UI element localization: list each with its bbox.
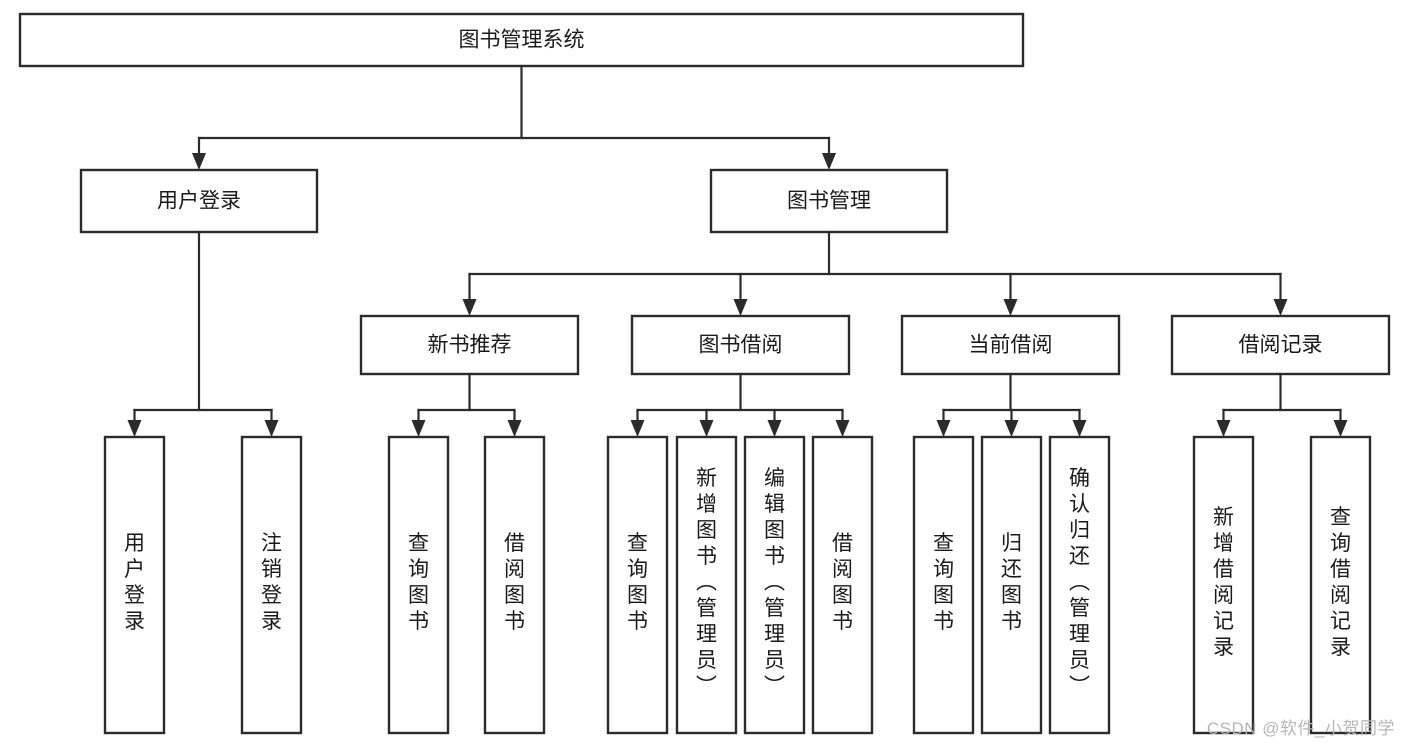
node-leaf-11-label: 新增借阅记录	[1213, 506, 1234, 659]
node-leaf-10-rect	[1048, 435, 1111, 735]
node-leaf-5[interactable]: 新增图书︵管理员︶	[675, 435, 738, 735]
node-leaf-1-label: 注销登录	[261, 532, 282, 633]
arrow-head-icon	[507, 420, 522, 437]
node-leaf-4[interactable]: 查询图书	[606, 435, 669, 735]
arrow-head-icon	[699, 420, 714, 437]
node-root-rect	[18, 12, 1025, 68]
node-leaf-12[interactable]: 查询借阅记录	[1309, 435, 1372, 735]
arrow-head-icon	[1004, 420, 1019, 437]
node-leaf-7[interactable]: 借阅图书	[811, 435, 874, 735]
node-leaf-7-rect	[811, 435, 874, 735]
node-level2-3[interactable]: 借阅记录	[1170, 314, 1391, 376]
node-level1-0[interactable]: 用户登录	[79, 168, 319, 234]
arrow-head-icon	[411, 420, 426, 437]
arrow-head-icon	[1072, 420, 1087, 437]
node-level1-1[interactable]: 图书管理	[709, 168, 949, 234]
arrow-head-icon	[767, 420, 782, 437]
watermark-label: CSDN @软件_小贺同学	[1206, 719, 1395, 738]
arrow-head-icon	[835, 420, 850, 437]
node-leaf-3-rect	[483, 435, 546, 735]
node-leaf-11-rect	[1192, 435, 1255, 735]
node-level2-0[interactable]: 新书推荐	[359, 314, 580, 376]
arrow-head-icon	[1333, 420, 1348, 437]
node-leaf-0[interactable]: 用户登录	[103, 435, 166, 735]
node-leaf-4-label: 查询图书	[627, 532, 648, 633]
node-level2-1-label: 图书借阅	[699, 334, 783, 357]
node-level1-0-label: 用户登录	[157, 190, 241, 213]
node-leaf-6[interactable]: 编辑图书︵管理员︶	[743, 435, 806, 735]
node-root-label: 图书管理系统	[459, 29, 585, 52]
node-level2-3-label: 借阅记录	[1239, 334, 1323, 357]
arrow-head-icon	[630, 420, 645, 437]
node-level2-2[interactable]: 当前借阅	[900, 314, 1121, 376]
node-level2-1[interactable]: 图书借阅	[630, 314, 851, 376]
node-leaf-2[interactable]: 查询图书	[387, 435, 450, 735]
node-leaf-2-label: 查询图书	[408, 532, 429, 633]
node-leaf-2-rect	[387, 435, 450, 735]
arrow-head-icon	[192, 153, 206, 170]
node-leaf-11[interactable]: 新增借阅记录	[1192, 435, 1255, 735]
node-leaf-5-label: 新增图书︵管理员︶	[696, 467, 717, 698]
node-level1-1-label: 图书管理	[787, 190, 871, 213]
node-leaf-10[interactable]: 确认归还︵管理员︶	[1048, 435, 1111, 735]
node-leaf-6-rect	[743, 435, 806, 735]
node-level2-3-rect	[1170, 314, 1391, 376]
arrow-head-icon	[822, 153, 836, 170]
node-leaf-1-rect	[240, 435, 303, 735]
node-leaf-9-label: 归还图书	[1001, 532, 1022, 633]
node-leaf-9-rect	[980, 435, 1043, 735]
arrow-head-icon	[264, 420, 279, 437]
node-level2-1-rect	[630, 314, 851, 376]
arrow-head-icon	[1216, 420, 1231, 437]
node-level1-0-rect	[79, 168, 319, 234]
node-leaf-5-rect	[675, 435, 738, 735]
arrow-head-icon	[127, 420, 142, 437]
node-leaf-1[interactable]: 注销登录	[240, 435, 303, 735]
node-leaf-8[interactable]: 查询图书	[912, 435, 975, 735]
node-leaf-9[interactable]: 归还图书	[980, 435, 1043, 735]
arrow-head-icon	[733, 299, 748, 316]
node-leaf-7-label: 借阅图书	[832, 532, 853, 633]
node-level2-2-label: 当前借阅	[969, 334, 1053, 357]
node-leaf-0-label: 用户登录	[124, 532, 145, 633]
node-leaf-4-rect	[606, 435, 669, 735]
arrow-head-icon	[936, 420, 951, 437]
arrow-head-icon	[1003, 299, 1018, 316]
node-root[interactable]: 图书管理系统	[18, 12, 1025, 68]
node-leaf-12-rect	[1309, 435, 1372, 735]
node-leaf-8-rect	[912, 435, 975, 735]
node-leaf-8-label: 查询图书	[933, 532, 954, 633]
node-leaf-3[interactable]: 借阅图书	[483, 435, 546, 735]
node-leaf-12-label: 查询借阅记录	[1330, 506, 1351, 659]
node-leaf-0-rect	[103, 435, 166, 735]
arrow-head-icon	[462, 299, 477, 316]
node-level1-1-rect	[709, 168, 949, 234]
node-leaf-3-label: 借阅图书	[504, 532, 525, 633]
node-leaf-6-label: 编辑图书︵管理员︶	[764, 467, 785, 698]
node-level2-0-label: 新书推荐	[428, 334, 512, 357]
arrow-head-icon	[1273, 299, 1288, 316]
node-leaf-10-label: 确认归还︵管理员︶	[1069, 467, 1090, 698]
